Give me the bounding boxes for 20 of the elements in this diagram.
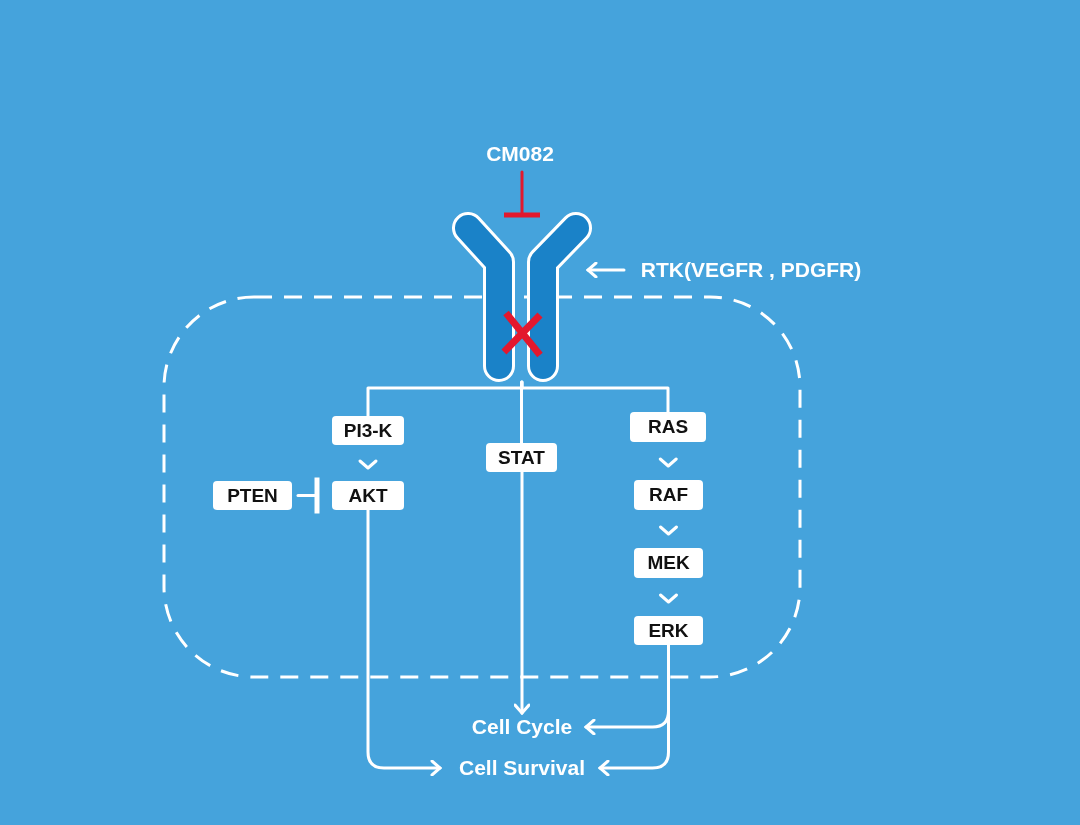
protein-box: MEK <box>634 548 703 578</box>
protein-box: ERK <box>634 616 703 645</box>
outcome-label: Cell Survival <box>458 756 586 780</box>
connector-line <box>520 380 523 445</box>
arrow <box>513 470 531 715</box>
protein-box: AKT <box>332 481 404 510</box>
protein-box: RAF <box>634 480 703 510</box>
arrow <box>598 643 670 777</box>
arrow <box>586 261 626 279</box>
protein-box: PI3-K <box>332 416 404 445</box>
outcome-label: Cell Cycle <box>471 715 573 739</box>
inhibition-line <box>296 475 320 516</box>
protein-box: PTEN <box>213 481 292 510</box>
protein-box: RAS <box>630 412 706 442</box>
connector-line <box>520 380 670 414</box>
arrow <box>366 508 442 777</box>
inhibition-line <box>501 170 543 218</box>
protein-box: STAT <box>486 443 557 472</box>
label: CM082 <box>486 142 554 166</box>
label: RTK(VEGFR , PDGFR) <box>640 258 862 282</box>
